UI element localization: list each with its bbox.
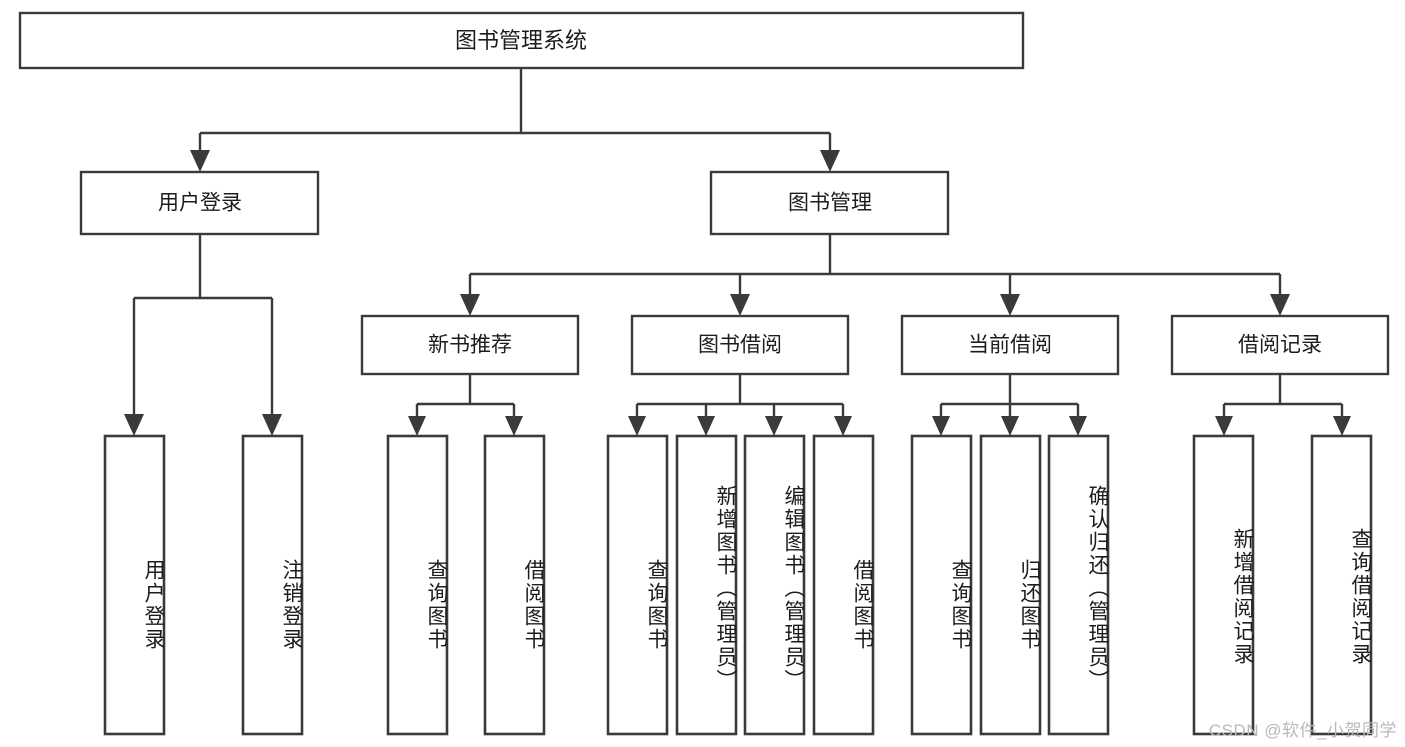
arrow-head-leaf-add-record [1215,416,1233,436]
leaf-query-book-2-box[interactable] [606,434,669,736]
arrow-head-leaf-user-login [124,414,144,436]
node-book-management-label: 图书管理 [788,192,872,215]
node-new-book-recommend-label: 新书推荐 [428,334,512,357]
node-user-login-label: 用户登录 [158,192,242,215]
leaf-confirm-return-box[interactable] [1047,434,1110,736]
arrow-head-current-borrow [1000,294,1020,316]
arrow-head-leaf-query-book-1 [408,416,426,436]
csdn-watermark: CSDN @软件_小贺同学 [1208,721,1397,740]
node-borrow-record-box[interactable] [1170,314,1390,376]
leaf-borrow-book-2-box[interactable] [812,434,875,736]
node-borrow-record-label: 借阅记录 [1238,334,1322,357]
node-layer: 图书管理系统 用户登录 图书管理 新书推荐 图书借阅 当前借阅 借阅记录 [18,11,1390,736]
leaf-user-login-box[interactable] [103,434,166,736]
arrow-head-leaf-query-book-2 [628,416,646,436]
node-book-borrow-label: 图书借阅 [698,334,782,357]
arrow-head-user-login [190,150,210,172]
node-root-box[interactable] [18,11,1025,70]
leaf-borrow-book-1-box[interactable] [483,434,546,736]
arrow-head-leaf-return-book [1001,416,1019,436]
leaf-add-book-box[interactable] [675,434,738,736]
leaf-query-book-3-box[interactable] [910,434,973,736]
arrow-head-leaf-query-book-3 [932,416,950,436]
arrow-head-leaf-borrow-book-1 [505,416,523,436]
arrow-head-leaf-borrow-book-2 [834,416,852,436]
arrow-head-book-management [820,150,840,172]
leaf-query-book-1-box[interactable] [386,434,449,736]
node-current-borrow-box[interactable] [900,314,1120,376]
arrow-head-leaf-edit-book [765,416,783,436]
node-user-login-box[interactable] [79,170,320,236]
edge-borrow-record-to-bus [1222,374,1344,424]
leaf-edit-book-box[interactable] [743,434,806,736]
leaf-logout-box[interactable] [241,434,304,736]
arrow-head-leaf-logout [262,414,282,436]
node-new-book-recommend-box[interactable] [360,314,580,376]
edge-root-to-bus [198,68,832,160]
edge-book-management-to-bus [468,234,1282,304]
arrow-head-new-book-recommend [460,294,480,316]
leaf-return-book-box[interactable] [979,434,1042,736]
arrow-head-leaf-add-book [697,416,715,436]
node-current-borrow-label: 当前借阅 [968,334,1052,357]
arrow-head-borrow-record [1270,294,1290,316]
edge-current-borrow-to-bus [939,374,1080,424]
edge-new-book-recommend-to-bus [415,374,516,424]
node-book-management-box[interactable] [709,170,950,236]
edge-book-borrow-to-bus [635,374,845,424]
arrow-head-leaf-confirm-return [1069,416,1087,436]
leaf-query-record-box[interactable] [1310,434,1373,736]
node-root-label: 图书管理系统 [455,28,587,53]
node-book-borrow-box[interactable] [630,314,850,376]
leaf-add-record-box[interactable] [1192,434,1255,736]
edge-layer [124,68,1351,436]
arrow-head-leaf-query-record [1333,416,1351,436]
edge-user-login-to-bus [132,234,274,424]
arrow-head-book-borrow [730,294,750,316]
